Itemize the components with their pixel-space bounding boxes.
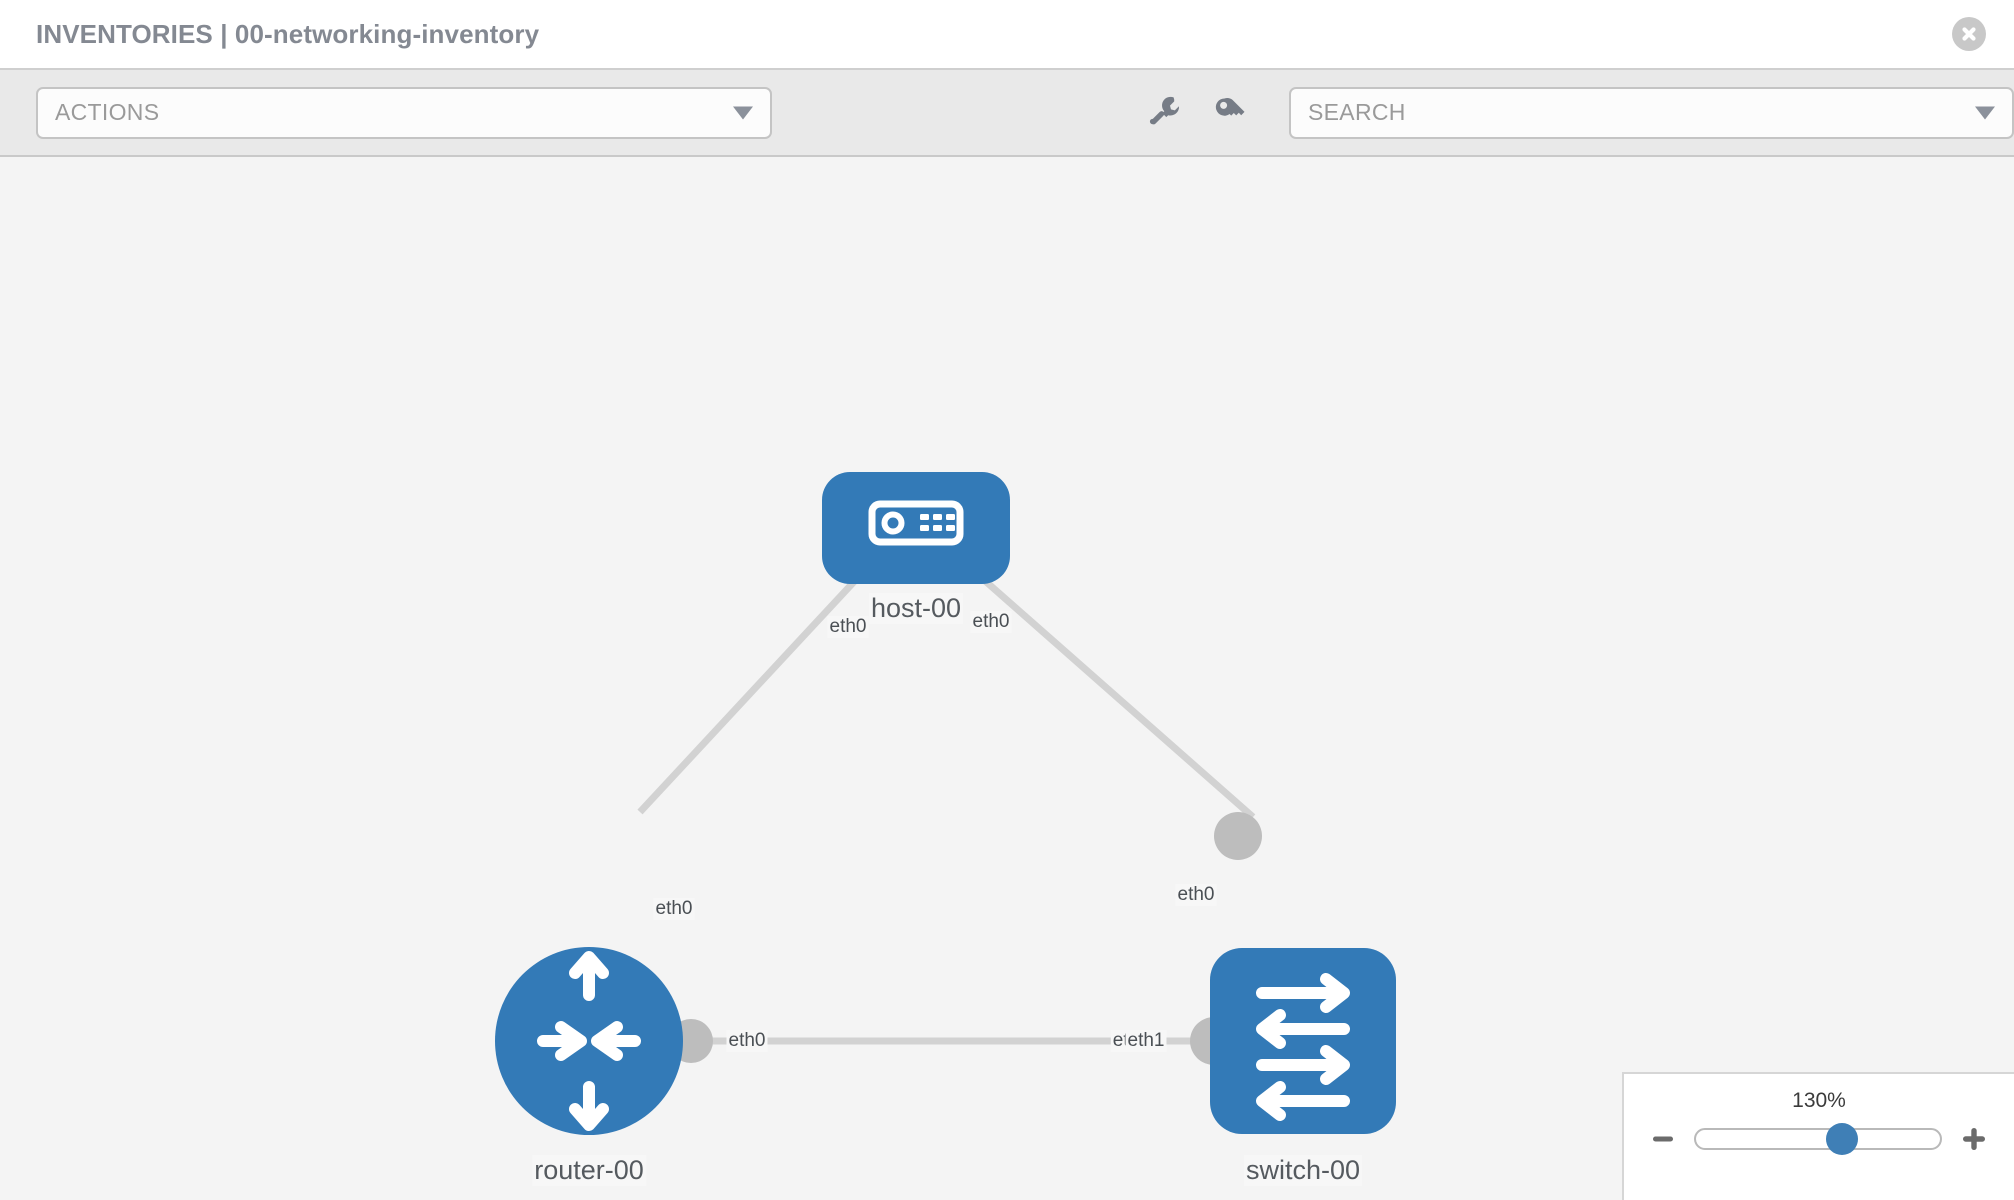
minus-icon[interactable]	[1650, 1126, 1676, 1152]
chevron-down-icon	[733, 106, 754, 119]
switch-icon	[1256, 973, 1350, 1121]
toolbar: ACTIONS	[0, 68, 2014, 157]
actions-dropdown-label: ACTIONS	[55, 99, 160, 125]
search-dropdown[interactable]: SEARCH	[1289, 86, 2014, 139]
search-input[interactable]: SEARCH	[1308, 99, 1406, 125]
wrench-icon[interactable]	[1147, 93, 1181, 132]
iface-label: eth0	[970, 611, 1012, 633]
node-host-00[interactable]	[822, 472, 1010, 584]
topology-canvas[interactable]: eth0 eth0 eth0 eth0 eth0 eth eth1 host-0…	[0, 157, 2014, 1200]
page-title: INVENTORIES | 00-networking-inventory	[36, 18, 540, 49]
zoom-slider[interactable]	[1694, 1123, 1942, 1155]
node-label-switch-00: switch-00	[1243, 1155, 1363, 1186]
page-header: INVENTORIES | 00-networking-inventory	[0, 0, 2014, 68]
iface-label: eth0	[1175, 884, 1217, 906]
plus-icon[interactable]	[1960, 1125, 1988, 1153]
node-switch-00[interactable]	[1210, 948, 1396, 1134]
node-router-00[interactable]	[495, 947, 683, 1135]
zoom-control: 130%	[1622, 1072, 2014, 1200]
key-icon[interactable]	[1213, 93, 1247, 132]
iface-label: eth1	[1125, 1030, 1167, 1052]
toolbar-icon-group	[1147, 93, 1247, 132]
router-icon	[537, 951, 641, 1131]
stub-switch00-topleft[interactable]	[1214, 812, 1262, 860]
iface-label: eth0	[827, 616, 869, 638]
zoom-percent-label: 130%	[1792, 1089, 1846, 1112]
node-label-host-00: host-00	[868, 593, 964, 624]
link-host00-switch00[interactable]	[955, 554, 1256, 820]
chevron-down-icon	[1975, 106, 1995, 119]
iface-label: eth0	[726, 1030, 768, 1052]
actions-dropdown[interactable]: ACTIONS	[36, 86, 773, 139]
link-host00-router00[interactable]	[637, 554, 880, 815]
zoom-slider-thumb[interactable]	[1826, 1123, 1859, 1155]
topology-stubs	[669, 537, 1262, 1065]
topology-graph	[495, 472, 1396, 1135]
node-label-router-00: router-00	[532, 1155, 646, 1186]
topology-links	[637, 554, 1256, 1045]
server-icon	[868, 500, 964, 546]
iface-label: eth0	[653, 898, 695, 920]
close-icon[interactable]	[1952, 17, 1986, 51]
